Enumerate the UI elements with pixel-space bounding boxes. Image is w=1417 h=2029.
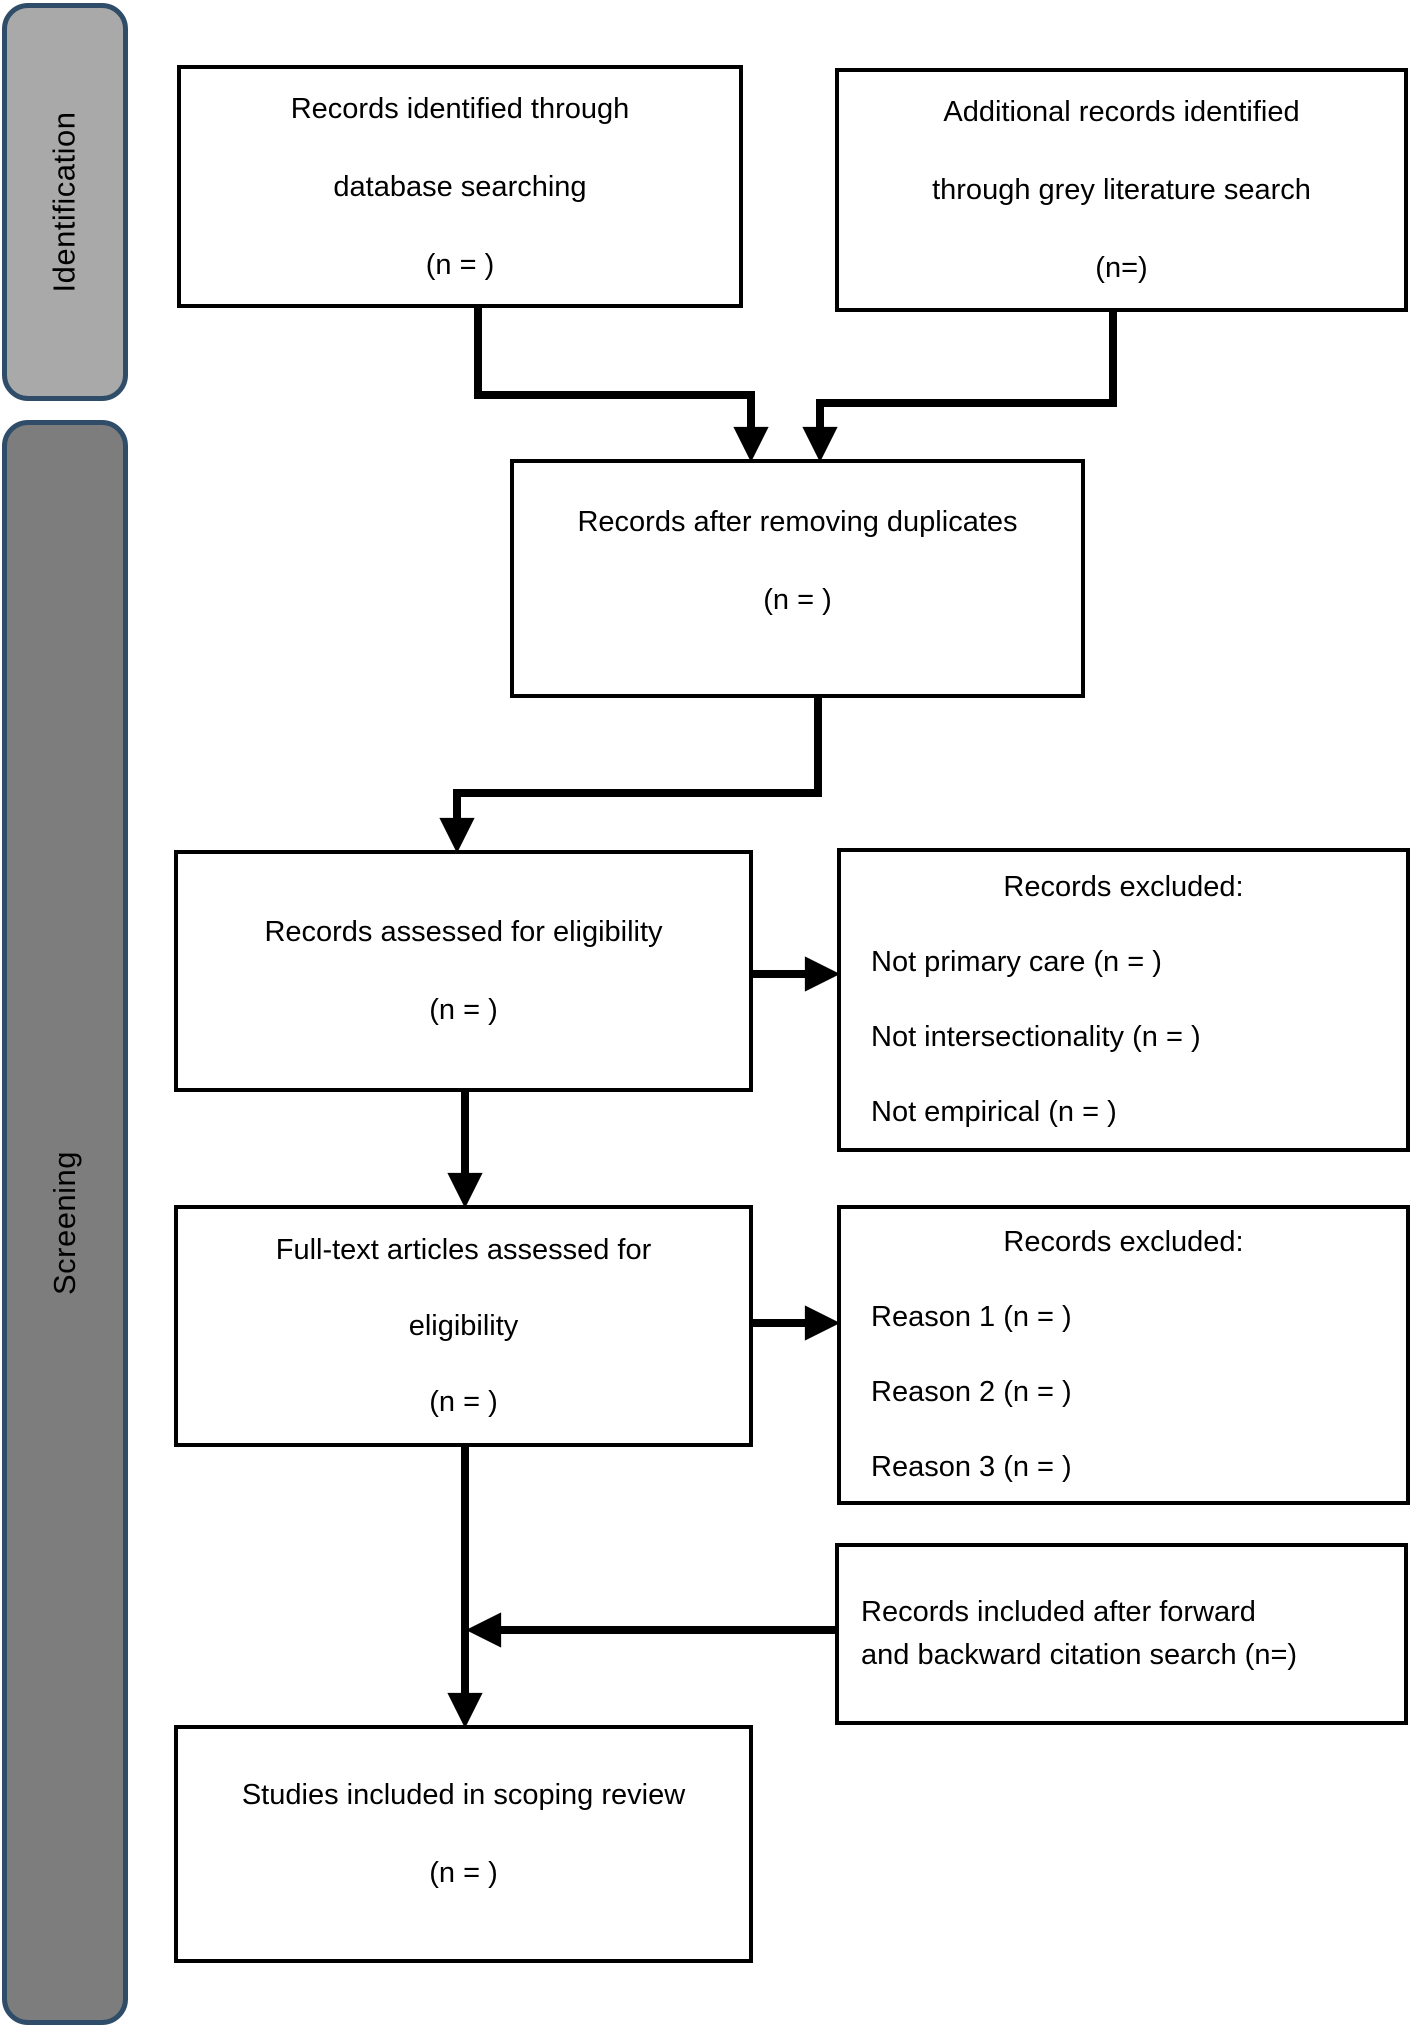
box-count-placeholder: (n = ) — [429, 1857, 498, 1889]
box-citation-search: Records included after forward and backw… — [835, 1543, 1408, 1725]
box-count-placeholder: (n = ) — [425, 248, 495, 281]
stage-label-identification: Identification — [47, 111, 82, 293]
box-text-line: eligibility — [408, 1310, 519, 1342]
stage-label-screening: Screening — [47, 1150, 82, 1295]
box-text-line: Records included after forward — [861, 1596, 1256, 1628]
box-records-excluded-fulltext: Records excluded: Reason 1 (n = ) Reason… — [837, 1205, 1410, 1505]
box-text-line: and backward citation search (n=) — [861, 1639, 1298, 1671]
box-count-placeholder: (n=) — [1095, 252, 1148, 284]
excluded-reason: Not primary care (n = ) — [871, 946, 1162, 978]
box-text-line: Studies included in scoping review — [241, 1779, 686, 1811]
box-text-line: database searching — [333, 170, 587, 203]
box-text-line: Records identified through — [290, 92, 630, 125]
box-records-excluded-screening: Records excluded: Not primary care (n = … — [837, 848, 1410, 1152]
excluded-heading: Records excluded: — [1003, 871, 1244, 903]
arrow-greylit-to-duplicates — [802, 312, 1117, 463]
excluded-reason: Reason 2 (n = ) — [871, 1376, 1072, 1408]
box-text-line: through grey literature search — [932, 174, 1311, 206]
excluded-reason: Not intersectionality (n = ) — [871, 1021, 1201, 1053]
box-count-placeholder: (n = ) — [429, 1386, 498, 1418]
box-records-assessed: Records assessed for eligibility (n = ) — [174, 850, 753, 1092]
stage-tab-screening: Screening — [2, 420, 128, 2025]
excluded-reason: Not empirical (n = ) — [871, 1096, 1117, 1128]
box-text-line: Full-text articles assessed for — [275, 1234, 652, 1266]
box-records-identified: Records identified through database sear… — [177, 65, 743, 308]
box-count-placeholder: (n = ) — [429, 994, 498, 1026]
box-count-placeholder: (n = ) — [763, 584, 832, 616]
arrow-database-to-duplicates — [474, 308, 769, 463]
arrow-duplicates-to-assessed — [439, 698, 822, 854]
box-studies-included: Studies included in scoping review (n = … — [174, 1725, 753, 1963]
box-text-line: Records after removing duplicates — [577, 506, 1018, 538]
excluded-heading: Records excluded: — [1003, 1226, 1244, 1258]
excluded-reason: Reason 3 (n = ) — [871, 1451, 1072, 1483]
box-text-line: Records assessed for eligibility — [264, 916, 663, 948]
box-duplicates-removed: Records after removing duplicates (n = ) — [510, 459, 1085, 698]
box-additional-records: Additional records identified through gr… — [835, 68, 1408, 312]
excluded-reason: Reason 1 (n = ) — [871, 1301, 1072, 1333]
box-full-text-assessed: Full-text articles assessed for eligibil… — [174, 1205, 753, 1447]
box-text-line: Additional records identified — [943, 96, 1300, 128]
stage-tab-identification: Identification — [2, 3, 128, 401]
